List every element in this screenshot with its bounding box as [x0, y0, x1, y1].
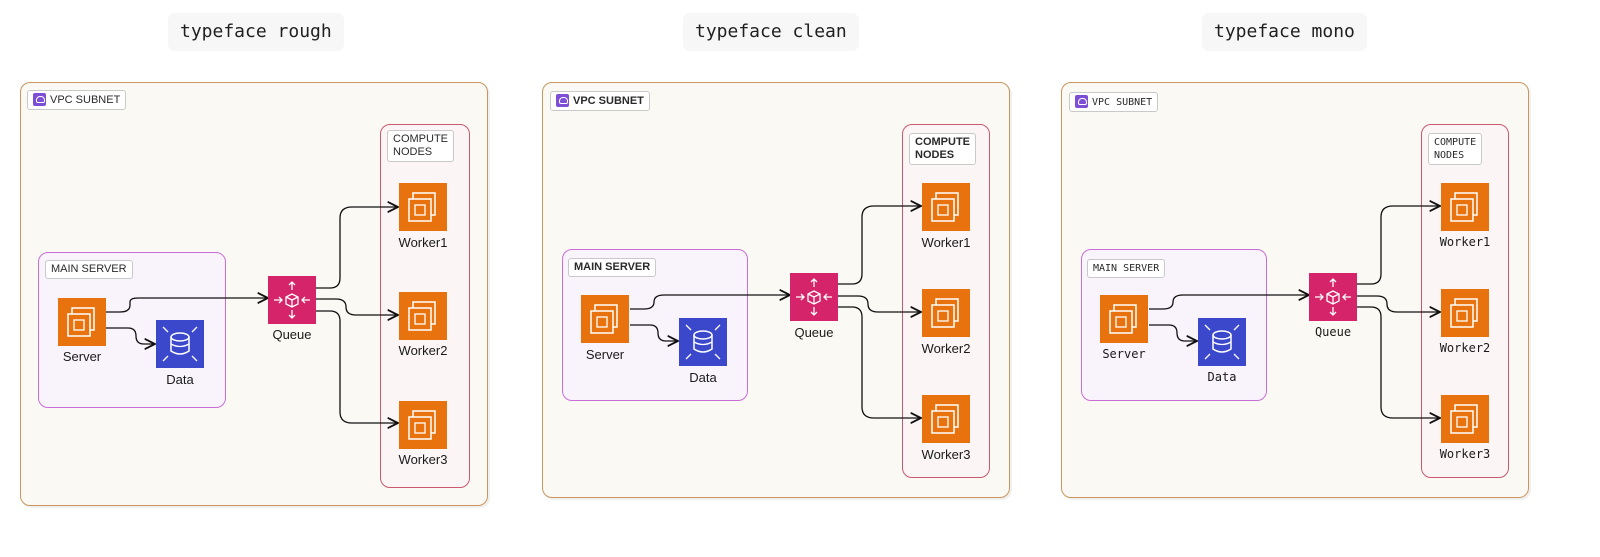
panel-title: typeface rough — [168, 13, 344, 51]
worker3-label: Worker3 — [1439, 447, 1491, 461]
worker2-label: Worker2 — [1439, 341, 1491, 355]
main-server-label: MAIN SERVER — [45, 260, 133, 279]
compute-chip-icon[interactable] — [922, 395, 970, 443]
compute-chip-icon[interactable] — [399, 183, 447, 231]
edge-queue-worker3 — [316, 310, 398, 423]
compute-chip-icon[interactable] — [1441, 395, 1489, 443]
panel-clean: typeface clean VPC SUBNET MAIN SERVER CO… — [522, 0, 1042, 557]
database-icon[interactable] — [679, 318, 727, 366]
worker1-label: Worker1 — [398, 235, 448, 250]
main-server-label: MAIN SERVER — [1087, 259, 1166, 278]
edge-queue-worker1 — [838, 206, 921, 285]
server-label: Server — [585, 347, 625, 362]
worker3-label: Worker3 — [398, 452, 448, 467]
compute-chip-icon[interactable] — [581, 295, 629, 343]
database-icon[interactable] — [1198, 318, 1246, 366]
queue-cube-icon[interactable] — [1309, 273, 1357, 321]
edge-server-data — [1149, 324, 1197, 341]
compute-chip-icon[interactable] — [58, 298, 106, 346]
edges — [1149, 0, 1561, 557]
vpc-cloud-icon — [1075, 95, 1088, 108]
server-label: Server — [1102, 347, 1146, 361]
queue-cube-icon[interactable] — [790, 273, 838, 321]
edge-queue-worker1 — [316, 207, 398, 289]
edge-server-data — [106, 327, 155, 344]
queue-cube-icon[interactable] — [268, 276, 316, 324]
compute-chip-icon[interactable] — [922, 289, 970, 337]
panel-mono: typeface mono VPC SUBNET MAIN SERVER COM… — [1041, 0, 1561, 557]
edge-queue-worker3 — [838, 306, 921, 418]
queue-label: Queue — [272, 327, 312, 342]
edge-queue-worker3 — [1357, 306, 1440, 418]
vpc-subnet-label: VPC SUBNET — [27, 90, 127, 110]
queue-label: Queue — [1314, 325, 1352, 339]
compute-chip-icon[interactable] — [1441, 183, 1489, 231]
compute-chip-icon[interactable] — [399, 292, 447, 340]
panel-title: typeface clean — [683, 13, 859, 51]
edge-server-queue — [1149, 295, 1309, 310]
vpc-subnet-label: VPC SUBNET — [550, 91, 650, 111]
edge-queue-worker2 — [838, 295, 921, 312]
panel-title: typeface mono — [1202, 13, 1367, 51]
compute-chip-icon[interactable] — [1100, 295, 1148, 343]
data-label: Data — [1207, 370, 1237, 384]
server-label: Server — [62, 349, 102, 364]
compute-chip-icon[interactable] — [922, 183, 970, 231]
panel-rough: typeface rough VPC SUBNET MAIN SERVER CO… — [0, 0, 520, 557]
data-label: Data — [166, 372, 194, 387]
edge-server-queue — [630, 295, 790, 310]
edges — [630, 0, 1042, 557]
edges — [106, 0, 520, 557]
vpc-cloud-icon — [33, 93, 46, 106]
worker1-label: Worker1 — [921, 235, 971, 250]
data-label: Data — [689, 370, 717, 385]
worker3-label: Worker3 — [921, 447, 971, 462]
edge-queue-worker2 — [1357, 295, 1440, 312]
edge-queue-worker2 — [316, 298, 398, 315]
edge-server-queue — [106, 298, 268, 313]
vpc-cloud-icon — [556, 94, 569, 107]
worker1-label: Worker1 — [1439, 235, 1491, 249]
worker2-label: Worker2 — [921, 341, 971, 356]
edge-queue-worker1 — [1357, 206, 1440, 285]
compute-chip-icon[interactable] — [399, 401, 447, 449]
edge-server-data — [630, 324, 678, 341]
vpc-subnet-label: VPC SUBNET — [1069, 92, 1159, 112]
database-icon[interactable] — [156, 320, 204, 368]
compute-chip-icon[interactable] — [1441, 289, 1489, 337]
queue-label: Queue — [794, 325, 834, 340]
main-server-label: MAIN SERVER — [568, 258, 657, 277]
worker2-label: Worker2 — [398, 343, 448, 358]
